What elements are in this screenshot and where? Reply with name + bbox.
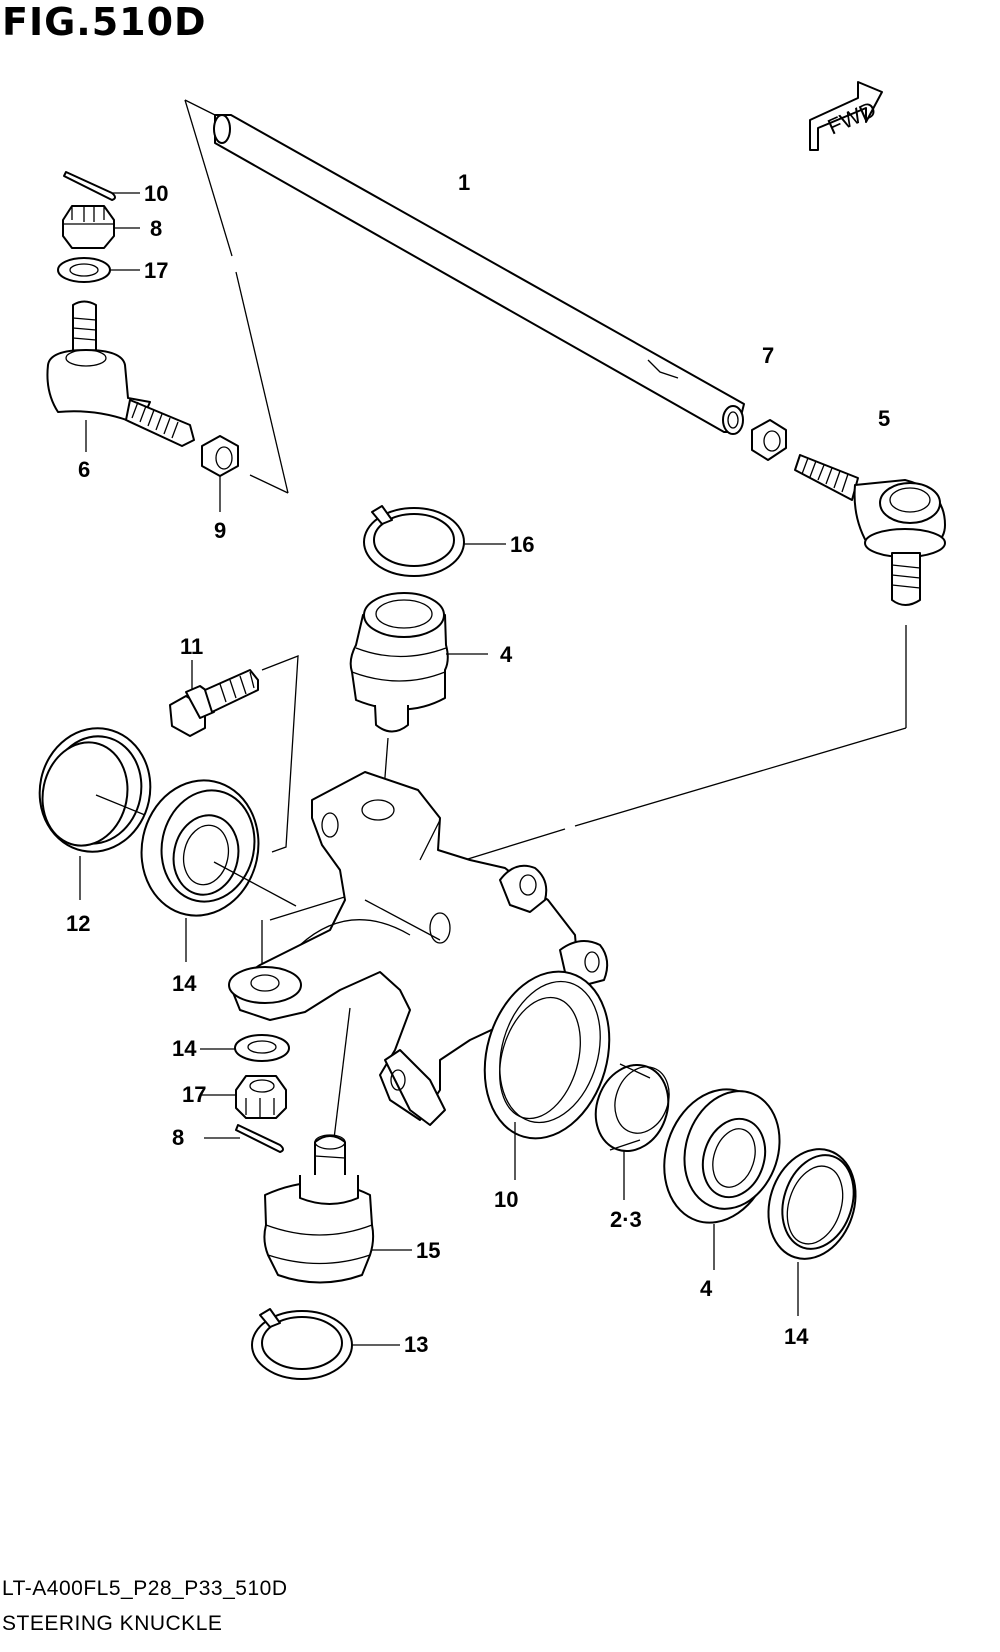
tie-rod-part [213,114,745,435]
bolt-part [169,655,299,853]
assembly-guide-line [184,99,289,494]
callout-label: 15 [416,1238,440,1263]
bearing-part [140,779,297,962]
castle-nut-part [200,1075,287,1119]
callout-label: 17 [144,258,168,283]
callout-label: 12 [66,911,90,936]
tie-rod-end-left-part [46,300,195,452]
callout-label: 4 [500,642,513,667]
callout-label: 1 [458,170,470,195]
callout-label: 6 [78,457,90,482]
nut-part [201,435,239,512]
callout-label: 5 [878,406,890,431]
castle-nut-part [62,205,140,249]
callout-label: 10 [144,181,168,206]
callout-label: 16 [510,532,534,557]
ball-joint-part [349,592,488,791]
tie-rod-end-right-part [794,454,946,606]
circlip-part [363,505,506,577]
figure-title: FIG.510D [2,0,207,44]
callout-label: 13 [404,1332,428,1357]
callout-label: 8 [172,1125,184,1150]
callout-label: 7 [762,343,774,368]
washer-part [200,1034,290,1062]
diagram-caption: STEERING KNUCKLE [2,1612,223,1635]
nut-part [751,419,787,461]
diagram-code: LT-A400FL5_P28_P33_510D [2,1577,288,1600]
circlip-part [251,1308,400,1380]
callout-label: 11 [180,634,203,659]
washer-part [57,257,140,283]
callout-label: 8 [150,216,162,241]
cotter-pin-part [204,1124,284,1153]
bearing-part [663,1088,781,1270]
callout-label: 2·3 [610,1207,642,1232]
spacer-part [594,1063,670,1200]
ball-joint-part [263,1134,412,1284]
callout-label: 17 [182,1082,206,1107]
callout-label: 4 [700,1276,713,1301]
callout-label: 14 [172,1036,197,1061]
callout-label: 14 [172,971,197,996]
callout-label: 10 [494,1187,518,1212]
callout-label: 14 [784,1324,809,1349]
oil-seal-part [38,727,152,900]
callout-label: 9 [214,518,226,543]
oil-seal-part [767,1148,857,1316]
cotter-pin-part [63,171,140,201]
fwd-arrow-icon: FWD [809,81,883,151]
steering-knuckle-part [228,771,611,1180]
